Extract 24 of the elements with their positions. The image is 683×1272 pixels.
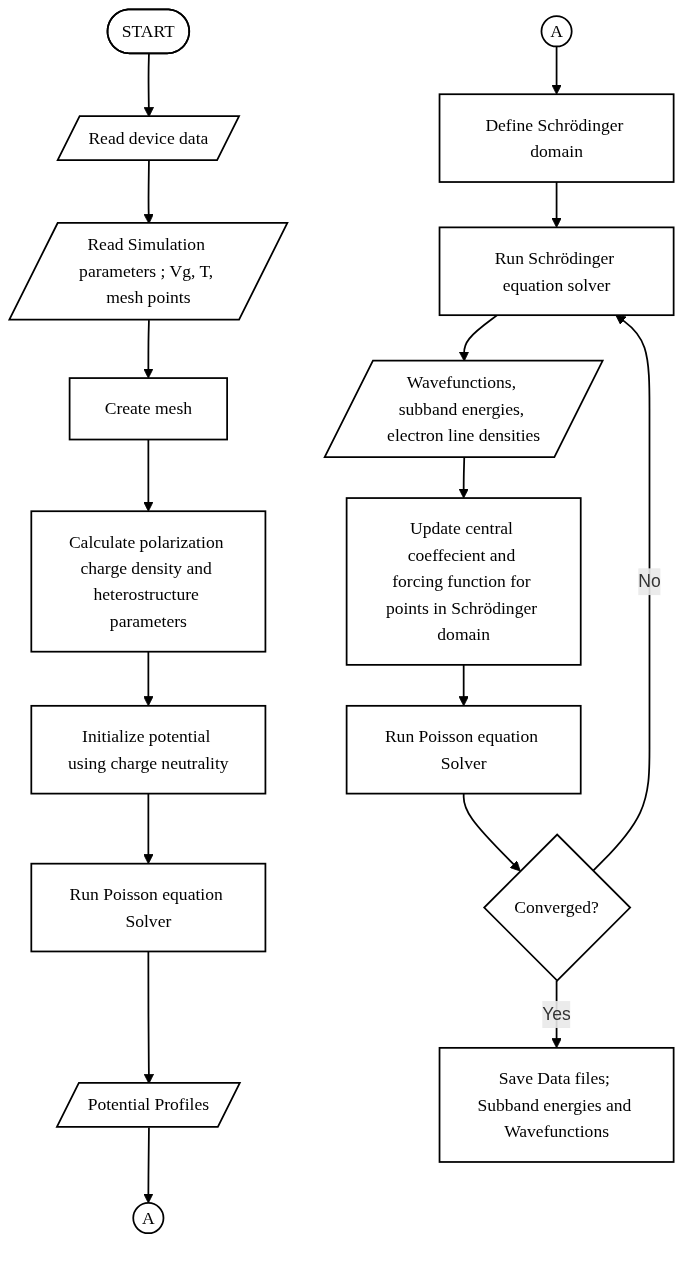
- node-circle: [132, 1202, 165, 1235]
- node-circle: [540, 15, 573, 48]
- node-box: [30, 862, 267, 953]
- edge-label: No: [638, 570, 661, 591]
- node-box: [438, 1046, 675, 1163]
- arrow: [551, 181, 562, 228]
- arrow: [462, 792, 521, 872]
- node-box: [345, 704, 582, 795]
- node-box: [30, 704, 267, 795]
- node-diamond: [482, 833, 632, 982]
- arrow: [143, 438, 154, 512]
- arrow: [458, 664, 469, 707]
- node-box: [438, 226, 675, 317]
- arrow: [143, 1126, 154, 1204]
- node-box: [438, 93, 675, 183]
- node-box: [68, 377, 228, 441]
- arrow: [143, 650, 154, 707]
- node-box: [345, 497, 582, 666]
- arrow: [143, 319, 154, 379]
- arrow: [592, 314, 651, 872]
- arrow: [551, 45, 562, 95]
- arrow: [143, 792, 154, 865]
- edge-label: Yes: [542, 1003, 571, 1024]
- node-box: [30, 510, 267, 653]
